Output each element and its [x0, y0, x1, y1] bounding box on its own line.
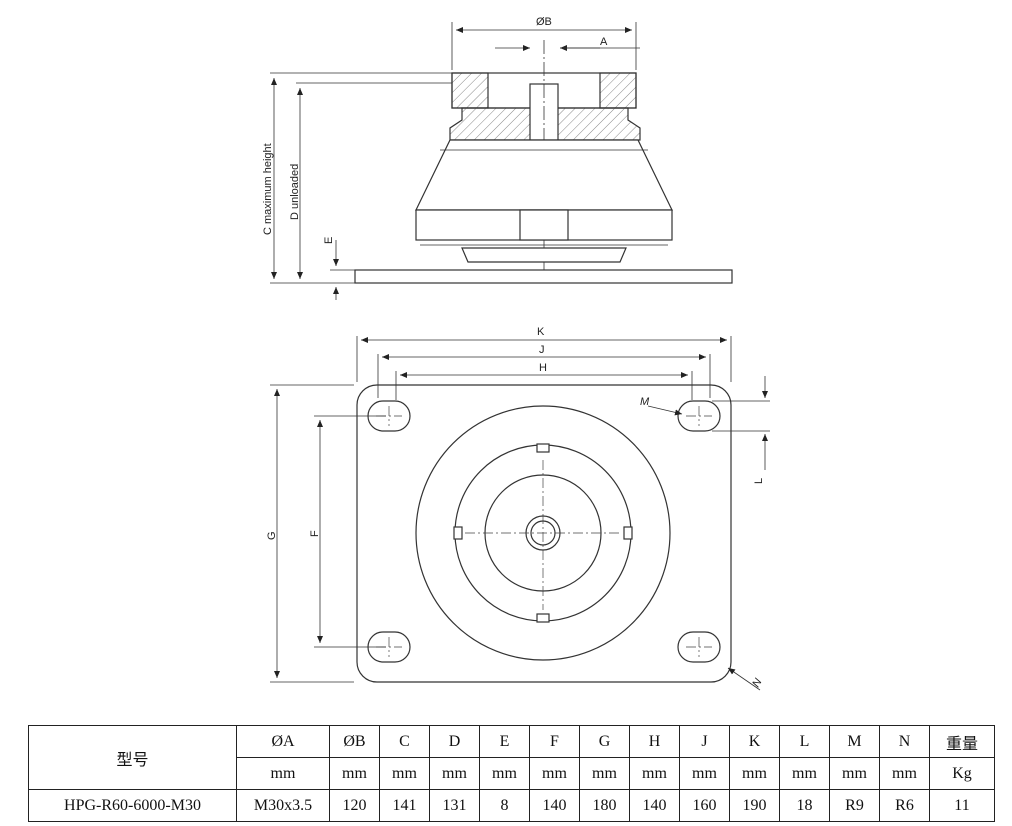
value-cell: 11 [929, 789, 995, 822]
spec-table: 型号 ØA ØB C D E F G H J K L M N 重量 mm mm … [28, 725, 995, 822]
model-cell: HPG-R60-6000-M30 [28, 789, 237, 822]
value-cell: 190 [729, 789, 780, 822]
col-header: K [729, 725, 780, 758]
center-lines [376, 406, 712, 657]
unit-cell: mm [529, 757, 580, 790]
unit-cell: mm [829, 757, 880, 790]
model-header: 型号 [28, 725, 237, 790]
outer-circle [415, 405, 671, 661]
col-header: L [779, 725, 830, 758]
value-cell: 160 [679, 789, 730, 822]
cone-body [415, 139, 673, 211]
value-cell: 18 [779, 789, 830, 822]
col-header: 重量 [929, 725, 995, 758]
top-view [356, 384, 732, 683]
value-cell: 140 [529, 789, 580, 822]
unit-cell: mm [879, 757, 930, 790]
value-cell: R6 [879, 789, 930, 822]
col-header: M [829, 725, 880, 758]
col-header: E [479, 725, 530, 758]
col-header: D [429, 725, 480, 758]
col-header: G [579, 725, 630, 758]
label-a: A [600, 36, 608, 48]
foot [461, 247, 627, 263]
unit-cell: mm [679, 757, 730, 790]
label-h: H [539, 362, 547, 374]
header-row: 型号 ØA ØB C D E F G H J K L M N 重量 [28, 725, 995, 790]
top-flange-right [599, 72, 637, 109]
unit-cell: mm [236, 757, 330, 790]
top-dimensions [270, 336, 770, 691]
unit-cell: mm [579, 757, 630, 790]
col-header: J [679, 725, 730, 758]
value-cell: 140 [629, 789, 680, 822]
unit-cell: Kg [929, 757, 995, 790]
col-header: C [379, 725, 430, 758]
slot-tr [677, 400, 721, 432]
col-header: N [879, 725, 930, 758]
col-header: ØA [236, 725, 330, 758]
table-row: HPG-R60-6000-M30 M30x3.5 120 141 131 8 1… [28, 789, 995, 822]
unit-cell: mm [779, 757, 830, 790]
side-dimensions [270, 22, 640, 300]
col-header: F [529, 725, 580, 758]
value-cell: 141 [379, 789, 430, 822]
label-l: L [753, 478, 765, 484]
unit-cell: mm [729, 757, 780, 790]
label-e: E [323, 237, 335, 244]
label-c-max: C maximum height [262, 143, 274, 235]
label-d-unloaded: D unloaded [289, 164, 301, 220]
value-cell: M30x3.5 [236, 789, 330, 822]
technical-drawing: ØB A C maximum height D unloaded E [262, 16, 770, 691]
unit-cell: mm [329, 757, 380, 790]
value-cell: 180 [579, 789, 630, 822]
label-g: G [266, 531, 278, 540]
slot-br [677, 631, 721, 663]
value-cell: 8 [479, 789, 530, 822]
value-cell: R9 [829, 789, 880, 822]
top-plate [356, 384, 732, 683]
top-flange-left [451, 72, 489, 109]
col-header: ØB [329, 725, 380, 758]
label-n: N [750, 677, 764, 690]
value-cell: 131 [429, 789, 480, 822]
label-f: F [309, 530, 321, 537]
label-m: M [640, 396, 650, 408]
label-j: J [539, 344, 545, 356]
unit-cell: mm [629, 757, 680, 790]
base-plate [354, 269, 733, 284]
label-k: K [537, 326, 545, 338]
unit-cell: mm [429, 757, 480, 790]
side-view [354, 40, 733, 284]
label-phi-b: ØB [536, 16, 552, 28]
col-header: H [629, 725, 680, 758]
unit-cell: mm [379, 757, 430, 790]
value-cell: 120 [329, 789, 380, 822]
unit-cell: mm [479, 757, 530, 790]
